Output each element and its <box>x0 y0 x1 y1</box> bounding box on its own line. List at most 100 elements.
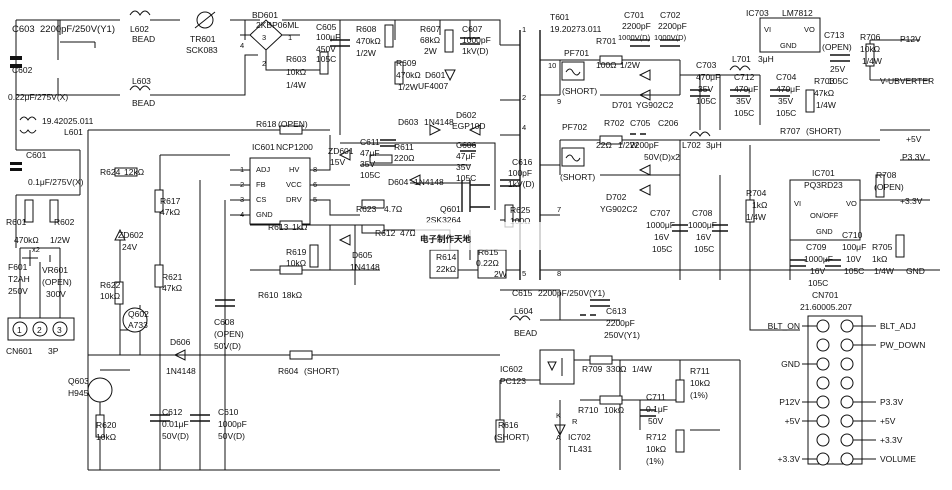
rail-label: +5V <box>906 134 922 144</box>
pin-label: 2 <box>262 59 266 68</box>
cn701-pin-left <box>816 452 830 466</box>
value-label: 0.1μF <box>646 404 668 414</box>
pin-label: 5 <box>522 269 526 278</box>
ref-label: C613 <box>606 306 627 316</box>
value-label: 1000μF <box>688 220 717 230</box>
value-label: 1/4W <box>632 364 652 374</box>
value-label: 105C <box>316 54 336 64</box>
pin-label: 8 <box>557 269 561 278</box>
value-label: 100Ω <box>596 60 617 70</box>
value-label: 105C <box>844 266 864 276</box>
pin-name: GND <box>256 210 273 219</box>
value-label: 3μH <box>758 54 774 64</box>
ref-label: VR601 <box>42 265 68 275</box>
cn701-right-label: VOLUME <box>880 454 916 464</box>
pin-name: CS <box>256 195 266 204</box>
ref-label: C701 <box>624 10 645 20</box>
cn701-pin-right <box>840 338 854 352</box>
cn701-pin-right <box>840 452 854 466</box>
value-label: 68kΩ <box>420 35 440 45</box>
ref-label: C702 <box>660 10 681 20</box>
rail-label: +3.3V <box>900 196 923 206</box>
watermark-text: 电子制作天地 <box>420 234 472 244</box>
ic602-optocoupler <box>539 349 575 385</box>
ref-label: R709 <box>582 364 603 374</box>
ref-label: R610 <box>258 290 279 300</box>
value-label: 105C <box>696 96 716 106</box>
value-label: 1000μF <box>804 254 833 264</box>
ref-label: Q601 <box>440 204 461 214</box>
cn701-left-label: +5V <box>785 416 801 426</box>
pin-label: 3 <box>262 33 266 42</box>
value-label: 105C <box>776 108 796 118</box>
pin-number: 4 <box>240 210 244 219</box>
value-label: 105C <box>828 76 848 86</box>
cn701-pin-left <box>816 319 830 333</box>
pin-name: VO <box>804 25 815 34</box>
value-label: 2200pF <box>606 318 635 328</box>
value-label: (1%) <box>646 456 664 466</box>
ref-label: PF701 <box>564 48 589 58</box>
cn701-pin-right <box>840 395 854 409</box>
value-label: (SHORT) <box>304 366 339 376</box>
value-label: 3μH <box>706 140 722 150</box>
ref-label: L604 <box>514 306 533 316</box>
cn701-pin-left <box>816 357 830 371</box>
ref-label: C615 <box>512 288 533 298</box>
value-label: 16V <box>696 232 711 242</box>
ref-label: R702 <box>604 118 625 128</box>
rail-label: V-UBVERTER <box>880 76 934 86</box>
value-label: 47μF <box>360 148 380 158</box>
secondary-symbols <box>495 17 905 453</box>
value-label: A733 <box>128 320 148 330</box>
ref-label: F601 <box>8 262 28 272</box>
ref-label: L701 <box>732 54 751 64</box>
ref-label: C705 <box>630 118 651 128</box>
value-label: 16V <box>654 232 669 242</box>
value-label: 15V <box>330 157 345 167</box>
value-label: 1/2W <box>50 235 70 245</box>
ref-label: R617 <box>160 196 181 206</box>
ref-label: R707 <box>780 126 801 136</box>
value-label: 10kΩ <box>646 444 666 454</box>
rail-label: P3.3V <box>902 152 925 162</box>
pin-number: 3 <box>240 195 244 204</box>
value-label: 10kΩ <box>604 405 624 415</box>
ref-label: R618 <box>256 119 277 129</box>
ref-label: C709 <box>806 242 827 252</box>
rail-label: GND <box>906 266 925 276</box>
ref-label: C605 <box>316 22 337 32</box>
cn701-right-label: +3.3V <box>880 435 903 445</box>
resistor-symbol <box>24 199 34 223</box>
ref-label: R602 <box>54 217 75 227</box>
ref-label: D605 <box>352 250 373 260</box>
ref-label: C707 <box>650 208 671 218</box>
pin-label: 9 <box>557 97 561 106</box>
value-label: TL431 <box>568 444 592 454</box>
value-label: 2200pF/250V(Y1) <box>538 288 605 298</box>
value-label: 470kΩ <box>356 36 381 46</box>
ref-label: C602 <box>12 65 33 75</box>
ref-label: IC701 <box>812 168 835 178</box>
value-label: (OPEN) <box>822 42 852 52</box>
value-label: 10kΩ <box>690 378 710 388</box>
value-label: 470kΩ <box>396 70 421 80</box>
value-label: 0.22μF/275V(X) <box>8 92 68 102</box>
value-label: 1kV(D) <box>462 46 489 56</box>
value-label: 35V <box>360 159 375 169</box>
value-label: 470kΩ <box>14 235 39 245</box>
value-label: 25V <box>830 64 845 74</box>
value-label: 105C <box>652 244 672 254</box>
value-label: 50V(D) <box>214 341 241 351</box>
ref-label: IC601 <box>252 142 275 152</box>
value-label: 220Ω <box>394 153 415 163</box>
pin-name: DRV <box>286 195 302 204</box>
value-label: BEAD <box>132 34 155 44</box>
pin-name: HV <box>289 165 299 174</box>
ref-label: D702 <box>606 192 627 202</box>
value-label: 1000V(D) <box>618 33 651 42</box>
cn701-right-label: P3.3V <box>880 397 903 407</box>
input-section <box>7 10 216 341</box>
ref-label: IC602 <box>500 364 523 374</box>
